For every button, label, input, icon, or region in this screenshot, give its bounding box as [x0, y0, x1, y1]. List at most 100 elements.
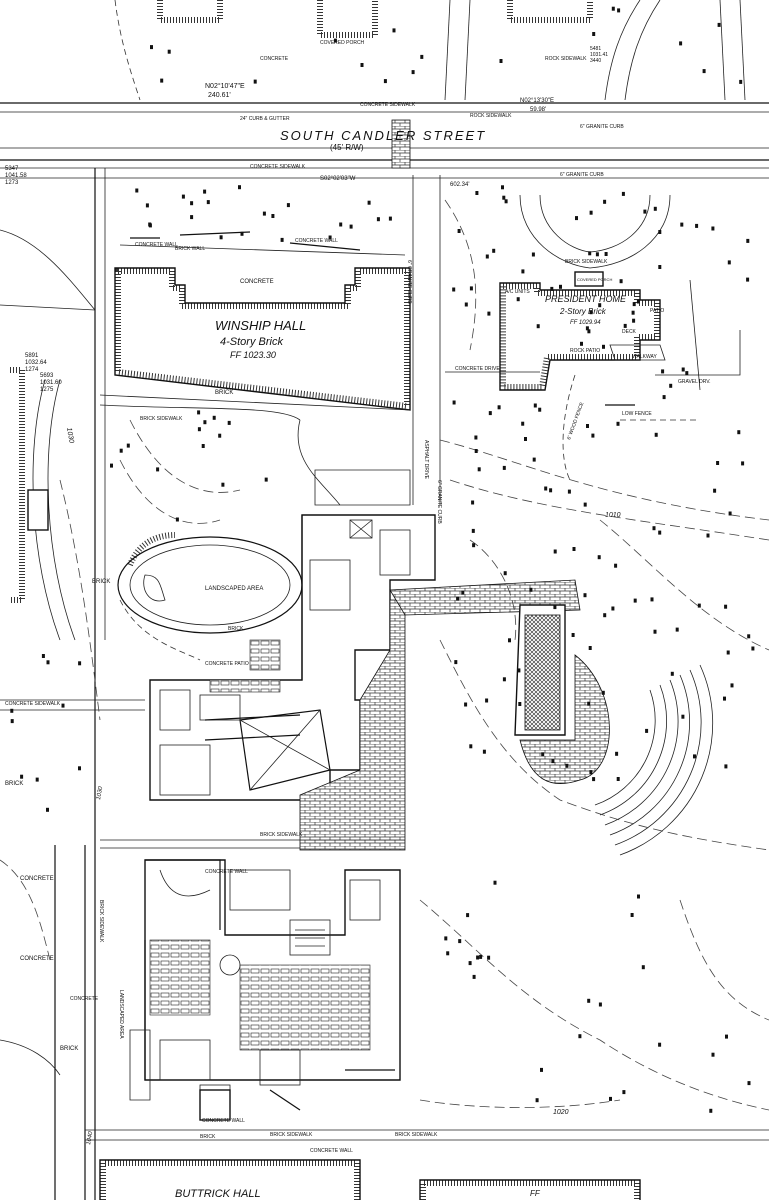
tree-symbol [238, 185, 241, 190]
tree-symbol [685, 371, 689, 376]
tree-symbol [681, 367, 685, 372]
tree-symbol [253, 79, 257, 84]
concrete-label-west-2: CONCRETE [20, 956, 54, 962]
tree-symbol [446, 951, 450, 956]
tree-symbol [464, 702, 468, 707]
tree-symbol [725, 1034, 728, 1039]
tree-symbol [492, 248, 496, 253]
brick-label-west-2: BRICK [60, 1046, 78, 1052]
tree-symbol [616, 777, 620, 781]
ac-units-label: A/C UNITS [505, 289, 530, 295]
brick-sidewalk-label-ph: BRICK SIDEWALK [565, 259, 608, 265]
tree-symbol [219, 235, 223, 240]
tree-symbol [474, 435, 478, 440]
tree-symbol [535, 1098, 539, 1103]
tree-symbol [653, 206, 657, 211]
covered-porch-top-label: COVERED PORCH [320, 40, 365, 46]
tree-symbol [598, 303, 602, 308]
landscaped-area-label: LANDSCAPED AREA [205, 586, 263, 592]
tree-symbol [658, 1042, 662, 1047]
tree-symbol [517, 668, 521, 673]
tree-symbol [280, 237, 284, 242]
winship-ff: FF 1023.30 [230, 350, 276, 360]
tree-symbol [592, 32, 596, 36]
tree-symbol [669, 383, 673, 388]
tree-symbol [589, 210, 593, 215]
tree-symbol [203, 189, 207, 194]
tree-symbol [493, 880, 497, 885]
tree-symbol [190, 201, 194, 206]
contour-1040: 1040 [86, 1131, 94, 1146]
tree-symbol [604, 252, 608, 256]
bearing-top: N02°10'47"E [205, 82, 245, 90]
spot-5891-pt: 1274 [25, 367, 39, 373]
tree-symbol [521, 269, 525, 274]
tree-symbol [444, 936, 448, 941]
tree-symbol [723, 696, 726, 701]
concrete-wall-label-2: CONCRETE WALL [295, 238, 338, 244]
concrete-wall-label-south-2: CONCRETE WALL [202, 1118, 245, 1124]
tree-symbol [536, 324, 540, 329]
distance-top-right: 59.98' [530, 107, 546, 113]
tree-symbol [469, 286, 473, 291]
tree-symbol [201, 444, 205, 448]
tree-symbol [10, 708, 14, 713]
tree-symbol [575, 216, 578, 221]
tree-symbol [10, 719, 14, 724]
tree-symbol [587, 998, 591, 1003]
tree-symbol [583, 593, 587, 598]
tree-symbol [587, 329, 591, 334]
tree-symbol [741, 461, 745, 466]
tree-symbol [271, 214, 275, 218]
west-edge [0, 168, 145, 1200]
tree-symbol [572, 547, 576, 551]
tree-symbol [681, 714, 685, 719]
tree-symbol [706, 533, 710, 538]
tree-symbol [264, 477, 268, 482]
tree-symbol [595, 252, 599, 257]
tree-symbol [551, 759, 555, 764]
tree-symbol [145, 203, 149, 208]
tree-symbol [503, 571, 507, 576]
tree-symbol [746, 277, 750, 282]
distance-top: 240.61' [208, 92, 231, 99]
tree-symbol [611, 6, 615, 11]
tree-symbol [559, 284, 562, 289]
brick-label-oval: BRICK [92, 579, 110, 585]
tree-symbol [508, 638, 511, 643]
tree-symbol [746, 238, 750, 243]
tree-symbol [221, 482, 225, 487]
tree-symbol [499, 59, 503, 63]
tree-symbol [135, 188, 139, 193]
tree-symbol [502, 195, 506, 200]
tree-symbol [452, 287, 456, 292]
tree-symbol [621, 191, 625, 196]
tree-symbol [497, 405, 501, 410]
landscaped-area-lib: LANDSCAPED AREA [118, 990, 124, 1039]
tree-symbol [617, 8, 621, 13]
tree-symbol [521, 421, 525, 426]
brick-label-winship: BRICK [215, 390, 233, 396]
rock-patio-label: ROCK PATIO [570, 348, 600, 354]
ff-bottom-label: FF [530, 1189, 541, 1198]
tree-symbol [589, 770, 593, 775]
contour-1010: 1010 [605, 512, 621, 519]
brick-sidewalk-label-1: BRICK SIDEWALK [140, 416, 183, 422]
tree-symbol [203, 420, 207, 425]
tree-symbol [457, 229, 461, 233]
spot-5693: 5693 [40, 373, 54, 379]
brick-wall-label: BRICK WALL [175, 246, 205, 252]
tree-symbol [751, 646, 755, 651]
tree-symbol [702, 69, 706, 74]
curb-right-label: 6" GRANITE CURB [580, 124, 624, 130]
tree-symbol [653, 629, 657, 634]
tree-symbol [567, 489, 571, 494]
winship-name: WINSHIP HALL [215, 318, 306, 333]
tree-symbol [591, 433, 595, 438]
tree-symbol [623, 323, 627, 328]
tree-symbol [471, 528, 475, 533]
library-building [100, 839, 405, 1116]
contour-lines [0, 199, 769, 1111]
tree-symbol [78, 661, 82, 666]
